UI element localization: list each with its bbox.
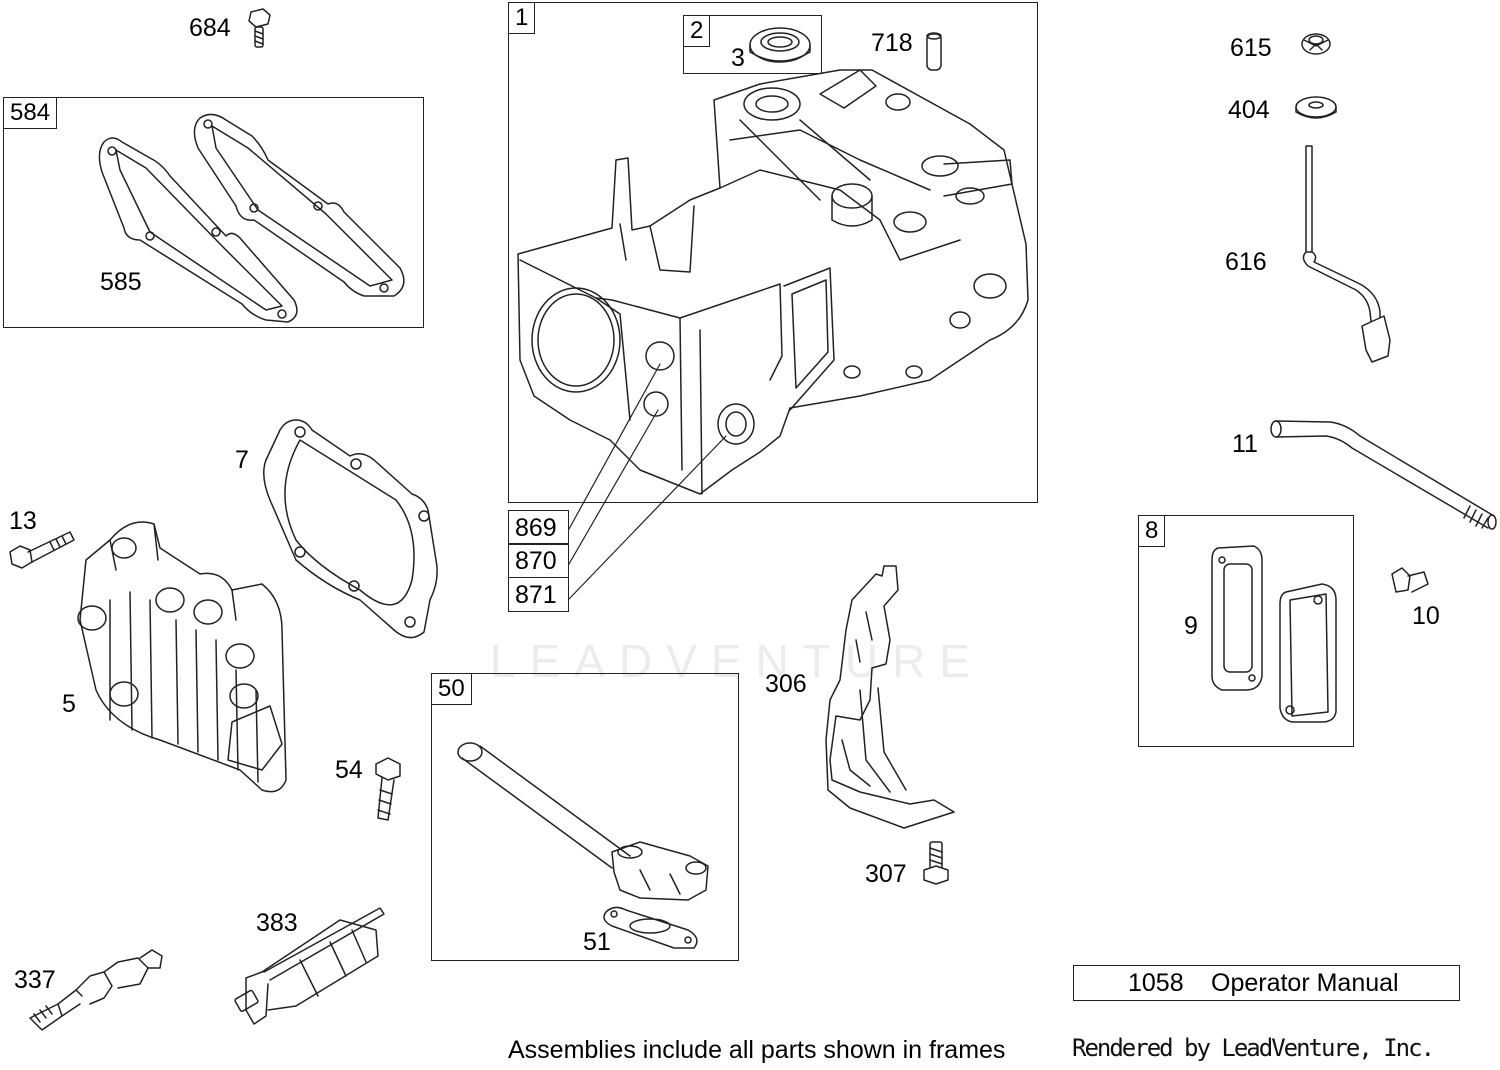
frame-crankcase-assembly: 1: [508, 2, 1038, 503]
part-615-nut-drawing: [1302, 34, 1330, 54]
label-616[interactable]: 616: [1225, 248, 1267, 276]
part-307-screw-drawing: [924, 842, 948, 884]
part-51-gasket-drawing: [604, 907, 697, 948]
operator-manual-box[interactable]: 1058 Operator Manual: [1073, 965, 1460, 1001]
label-383[interactable]: 383: [256, 909, 298, 937]
frame-tag-50[interactable]: 50: [432, 674, 472, 705]
frame-cover-kit: 8: [1138, 515, 1354, 747]
part-54-bolt-drawing: [376, 758, 400, 820]
manual-part-number: 1058: [1128, 969, 1184, 997]
callout-871[interactable]: 871: [508, 576, 569, 612]
footer-note: Assemblies include all parts shown in fr…: [508, 1036, 1006, 1064]
part-13-bolt-drawing: [10, 532, 74, 568]
label-306[interactable]: 306: [765, 670, 807, 698]
label-10[interactable]: 10: [1412, 602, 1440, 630]
label-54[interactable]: 54: [335, 756, 363, 784]
part-10-screw-drawing: [1392, 568, 1428, 592]
label-13[interactable]: 13: [9, 507, 37, 535]
frame-seal-kit: 2: [683, 15, 822, 74]
part-306-baffle-drawing: [826, 566, 954, 828]
part-404-washer-drawing: [1296, 97, 1336, 118]
callout-stack: 869 870 871: [508, 509, 569, 612]
label-615[interactable]: 615: [1230, 34, 1272, 62]
label-585[interactable]: 585: [100, 268, 142, 296]
render-credit: Rendered by LeadVenture, Inc.: [1072, 1034, 1435, 1062]
manual-label: Operator Manual: [1211, 969, 1399, 997]
label-51[interactable]: 51: [583, 928, 611, 956]
callout-leaders: [569, 364, 726, 599]
label-718[interactable]: 718: [871, 29, 913, 57]
part-616-dipstick-drawing: [1303, 146, 1390, 362]
part-5-cylinder-head-drawing: [78, 522, 286, 792]
part-50-tube-drawing: [458, 743, 708, 900]
label-7[interactable]: 7: [235, 446, 249, 474]
frame-tag-1[interactable]: 1: [509, 3, 536, 34]
frame-tag-584[interactable]: 584: [4, 98, 58, 129]
label-11[interactable]: 11: [1232, 430, 1258, 458]
part-684-bolt-drawing: [249, 9, 270, 47]
part-7-gasket-drawing: [264, 420, 437, 638]
part-337-spark-plug-drawing: [30, 950, 162, 1030]
frame-gasket-set: 584: [3, 97, 424, 328]
callout-870[interactable]: 870: [508, 543, 569, 578]
part-1-crankcase-drawing: [518, 70, 1028, 494]
frame-tag-8[interactable]: 8: [1139, 516, 1166, 547]
part-383-wrench-drawing: [234, 908, 384, 1024]
frame-tag-2[interactable]: 2: [684, 16, 711, 47]
label-337[interactable]: 337: [14, 966, 56, 994]
label-404[interactable]: 404: [1228, 96, 1270, 124]
label-307[interactable]: 307: [865, 860, 907, 888]
label-5[interactable]: 5: [62, 690, 76, 718]
part-9-cover-drawing: [1212, 546, 1336, 722]
part-11-tube-drawing: [1271, 421, 1496, 529]
callout-869[interactable]: 869: [508, 509, 569, 545]
label-9[interactable]: 9: [1184, 612, 1198, 640]
frame-tube-assembly: 50: [431, 673, 739, 961]
label-3[interactable]: 3: [731, 44, 745, 72]
part-3-seal-drawing: [750, 28, 810, 62]
part-585-gasket-drawing: [99, 114, 403, 322]
label-684[interactable]: 684: [189, 14, 231, 42]
part-718-pin-drawing: [927, 33, 941, 70]
